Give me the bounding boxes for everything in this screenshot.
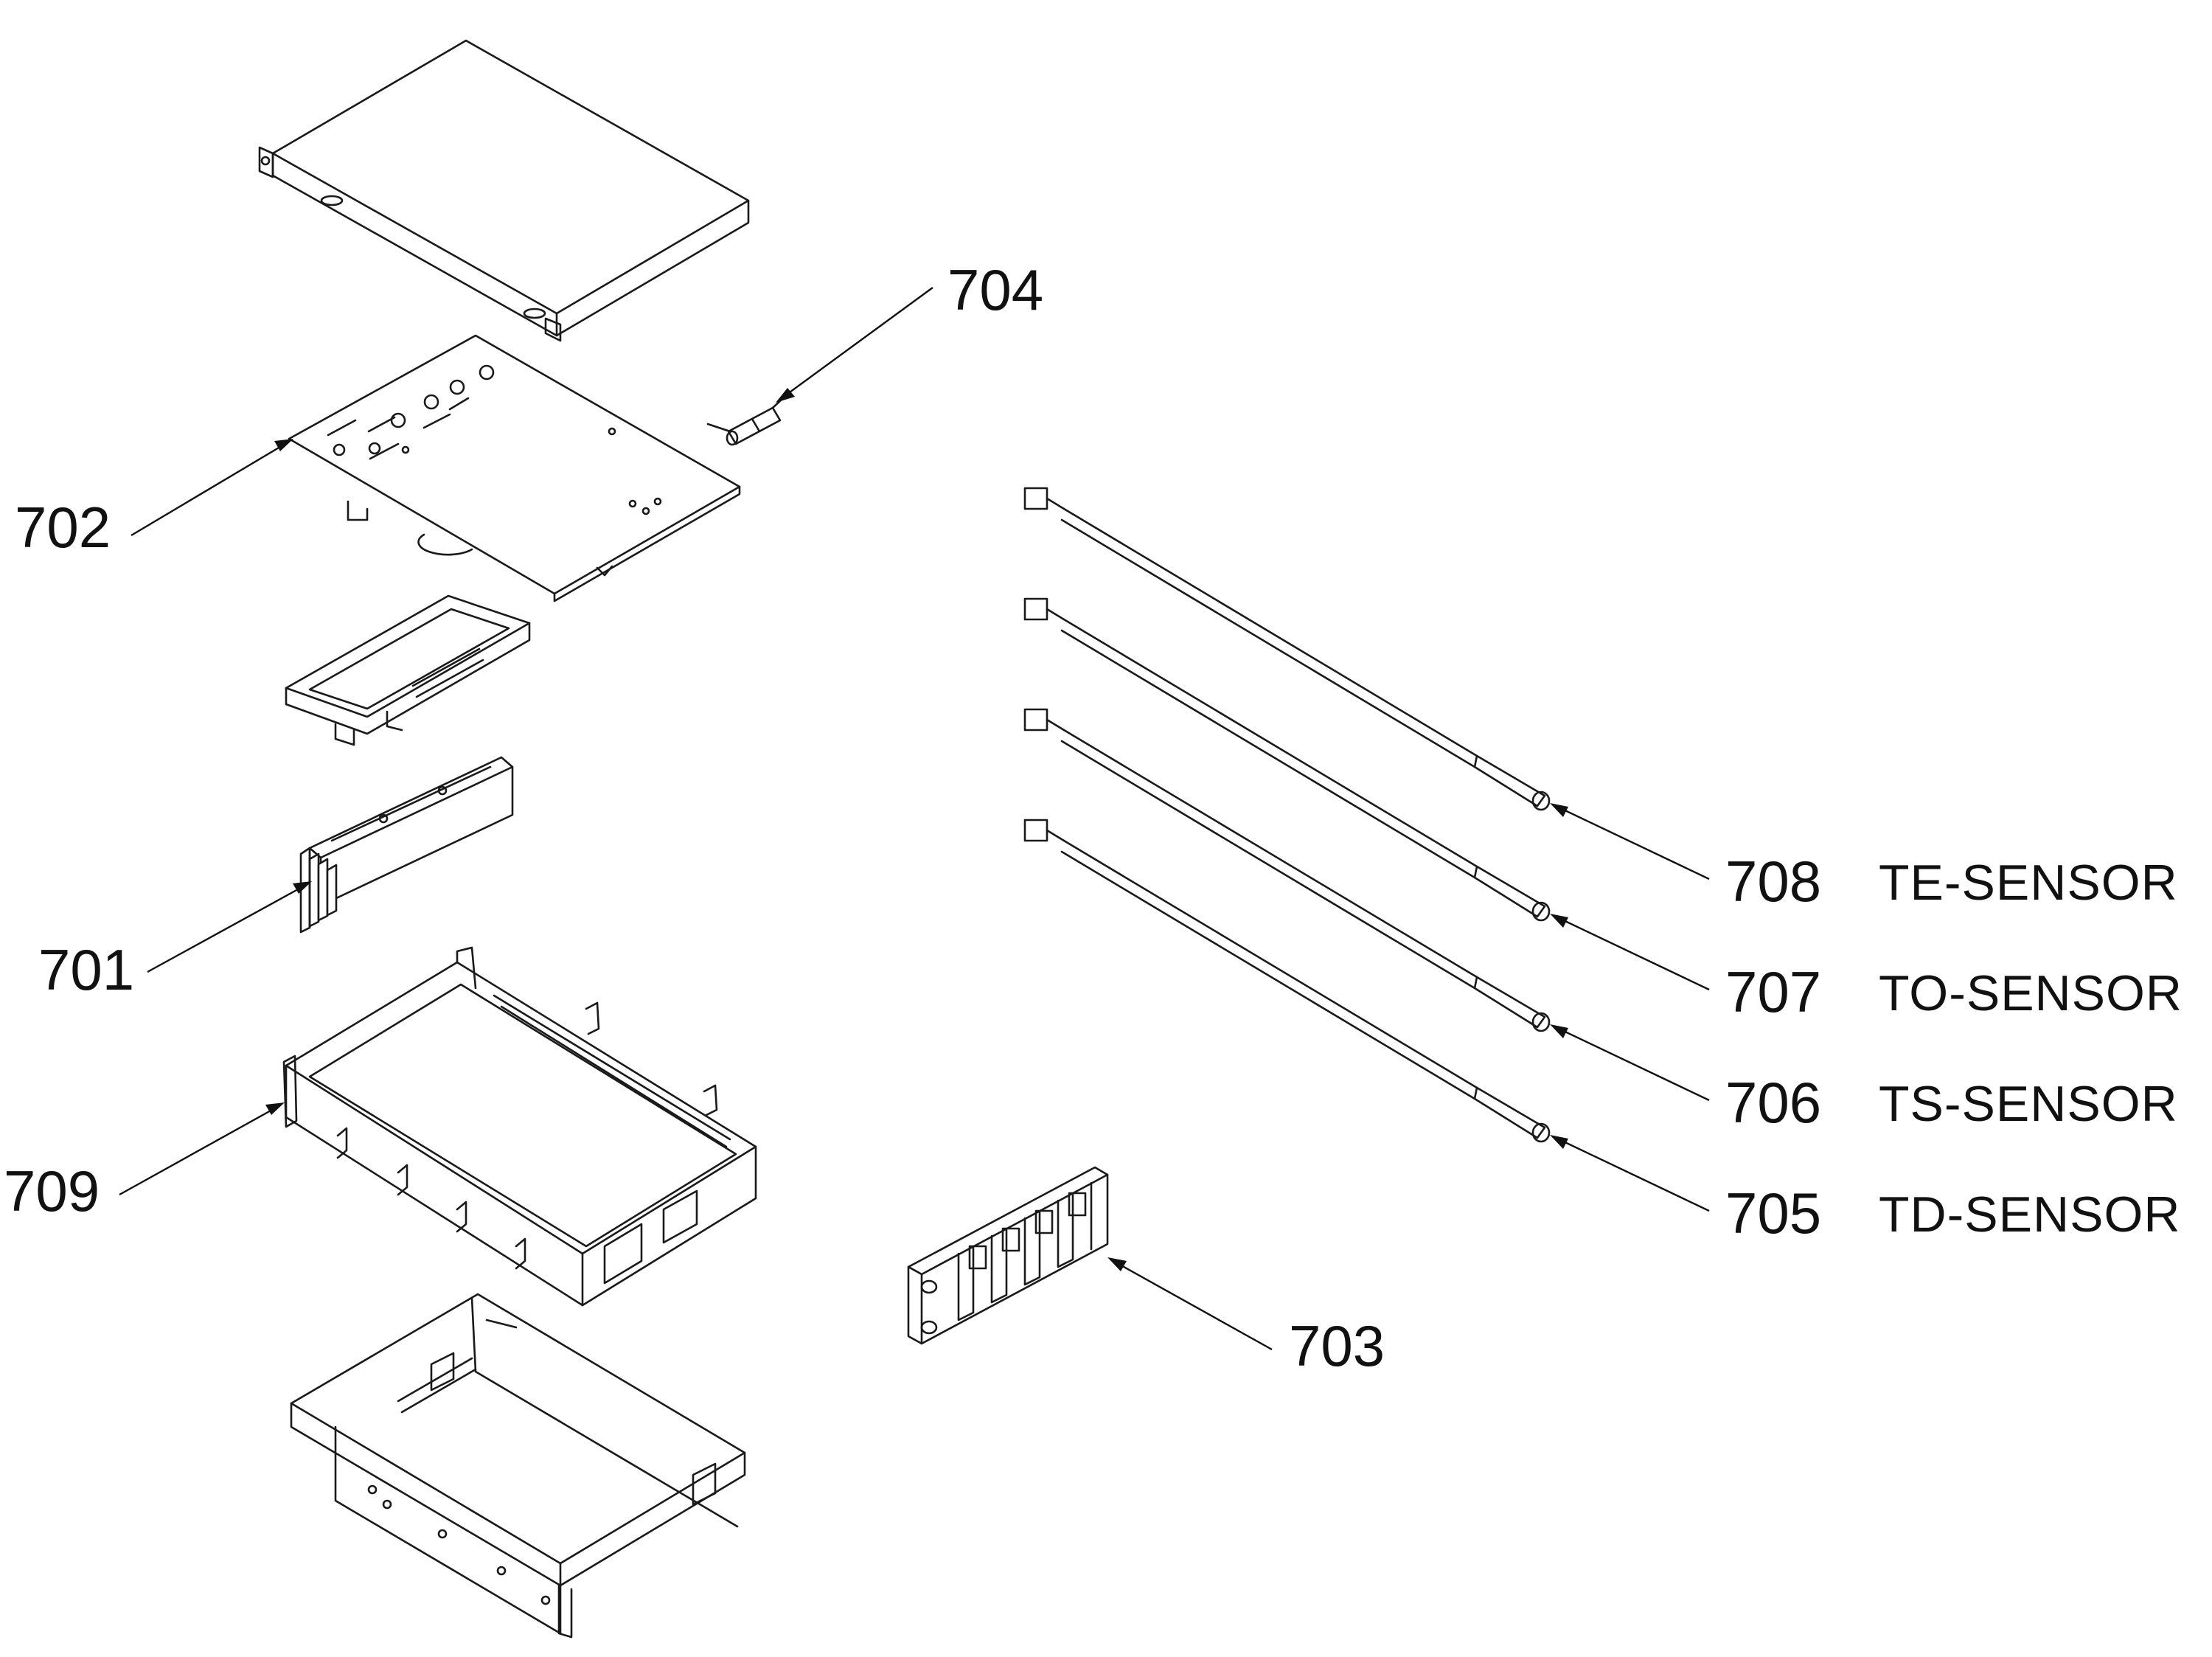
sensor-label-705: TD-SENSOR — [1879, 1187, 2180, 1243]
callout-708: 708 — [1725, 849, 1821, 914]
frame-709 — [282, 946, 757, 1307]
display-panel — [285, 594, 531, 746]
sensor-label-706: TS-SENSOR — [1879, 1076, 2178, 1132]
sensor-cable-705 — [1023, 819, 1551, 1143]
fuse-704 — [706, 397, 785, 446]
pcb-board-702 — [288, 334, 741, 602]
top-cover — [258, 39, 750, 342]
sensor-label-707: TO-SENSOR — [1879, 965, 2183, 1021]
terminal-block-703 — [907, 1166, 1109, 1345]
callout-704: 704 — [947, 257, 1043, 322]
callout-701: 701 — [38, 937, 134, 1002]
leader-lines — [119, 287, 1710, 1351]
sensor-cable-707 — [1023, 597, 1551, 922]
bottom-chassis — [290, 1293, 746, 1639]
callout-702: 702 — [15, 495, 111, 560]
callout-706: 706 — [1725, 1070, 1821, 1135]
callout-709: 709 — [4, 1158, 100, 1223]
callout-707: 707 — [1725, 959, 1821, 1024]
sensor-label-708: TE-SENSOR — [1879, 855, 2178, 911]
sensor-cable-706 — [1023, 708, 1551, 1032]
heatsink-701 — [299, 756, 514, 934]
callout-705: 705 — [1725, 1181, 1821, 1246]
sensor-cable-708 — [1023, 487, 1551, 811]
callout-703: 703 — [1289, 1313, 1385, 1378]
